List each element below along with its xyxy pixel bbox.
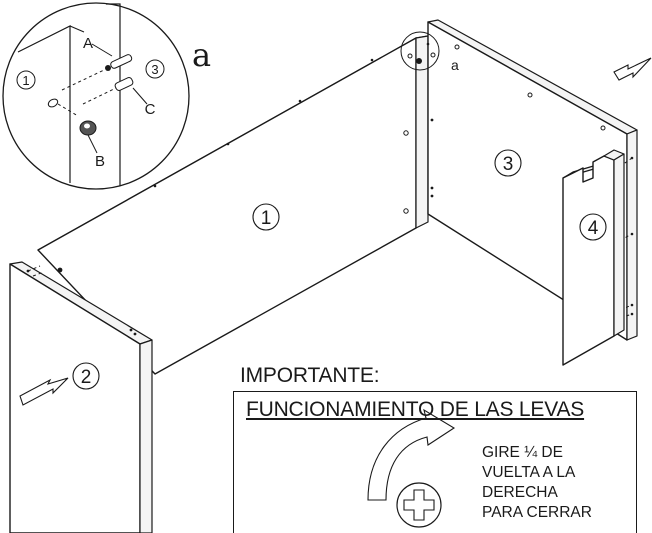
rotate-clockwise-arrow-icon xyxy=(367,408,456,501)
svg-text:4: 4 xyxy=(588,218,599,239)
panel-2 xyxy=(9,261,153,533)
panel-1 xyxy=(37,35,429,375)
instruction-line: VUELTA A LA xyxy=(482,464,576,481)
important-box xyxy=(233,391,637,533)
detail-label: a xyxy=(192,36,211,74)
cam-bolt-a xyxy=(61,43,133,91)
important-subtitle: FUNCIONAMIENTO DE LAS LEVAS xyxy=(246,398,585,421)
svg-text:3: 3 xyxy=(151,62,158,77)
callout-panel-1: 1 xyxy=(252,203,280,231)
svg-text:a: a xyxy=(451,57,459,73)
panel-4 xyxy=(562,149,625,366)
important-instruction: GIRE ¼ DE VUELTA A LA DERECHA PARA CERRA… xyxy=(482,443,592,523)
detail-view: A C B 1 3 xyxy=(2,2,190,190)
important-title: IMPORTANTE: xyxy=(240,364,380,387)
svg-text:3: 3 xyxy=(503,154,514,175)
callout-panel-2: 2 xyxy=(72,362,100,390)
svg-text:1: 1 xyxy=(22,73,29,88)
svg-text:2: 2 xyxy=(81,367,92,388)
detail-callout-panel-1: 1 xyxy=(16,70,36,90)
dowel-c xyxy=(82,77,148,105)
instruction-line: PARA CERRAR xyxy=(482,504,592,521)
push-arrow-icon xyxy=(19,377,69,406)
cam-lock-screw-icon xyxy=(396,482,442,528)
panel-1-holes xyxy=(57,58,409,273)
push-arrow-icon xyxy=(613,57,652,81)
instruction-line: GIRE ¼ DE xyxy=(482,444,563,461)
cam-lock-b xyxy=(79,120,98,154)
callout-panel-4: 4 xyxy=(579,213,607,241)
corner-a-marker: a xyxy=(400,31,459,73)
callout-panel-3: 3 xyxy=(494,149,522,177)
svg-text:C: C xyxy=(145,101,156,118)
detail-callout-panel-3: 3 xyxy=(145,59,165,79)
svg-text:B: B xyxy=(95,153,105,170)
svg-text:A: A xyxy=(83,35,93,52)
instruction-line: DERECHA xyxy=(482,484,558,501)
svg-text:1: 1 xyxy=(261,208,272,229)
